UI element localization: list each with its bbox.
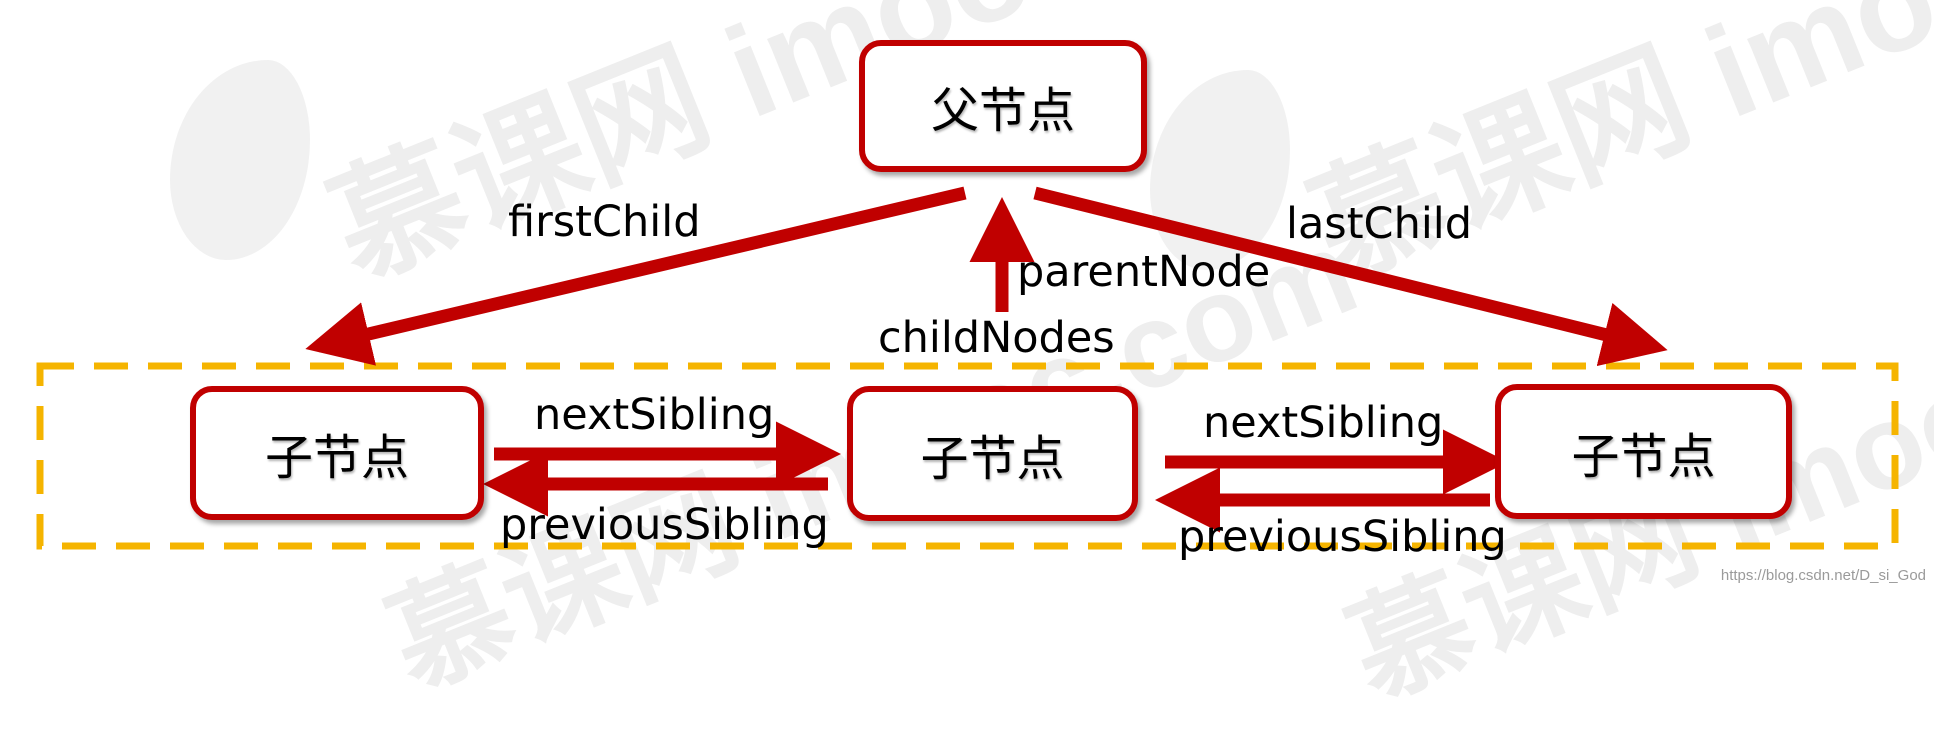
parent-node-label: 父节点 [930, 83, 1075, 139]
child-nodes-label: childNodes [878, 313, 1115, 363]
children-group-dashed-box [36, 362, 1899, 550]
parent-node-box: 父节点 [859, 40, 1147, 172]
next-sibling-label-1: nextSibling [534, 390, 775, 440]
first-child-arrow [305, 186, 967, 366]
child-node-label: 子节点 [920, 430, 1065, 487]
last-child-arrow [1033, 186, 1668, 367]
parent-node-edge-label: parentNode [1017, 247, 1271, 297]
child-node-label: 子节点 [1571, 428, 1716, 485]
next-sibling-label-2: nextSibling [1203, 398, 1444, 448]
source-credit: https://blog.csdn.net/D_si_God [1720, 567, 1926, 584]
first-child-label: firstChild [508, 197, 701, 247]
previous-sibling-label-2: previousSibling [1178, 512, 1507, 562]
edges-layer [36, 186, 1899, 550]
last-child-label: lastChild [1286, 199, 1473, 249]
child-node-box-left: 子节点 [190, 386, 484, 520]
child-node-box-right: 子节点 [1495, 384, 1792, 519]
child-node-box-middle: 子节点 [847, 386, 1138, 521]
previous-sibling-label-1: previousSibling [500, 500, 829, 550]
diagram-canvas: 慕课网 imooc.com 慕课网 imooc.com 慕课网 imooc.co… [36, 0, 1934, 723]
child-node-label: 子节点 [264, 430, 409, 486]
